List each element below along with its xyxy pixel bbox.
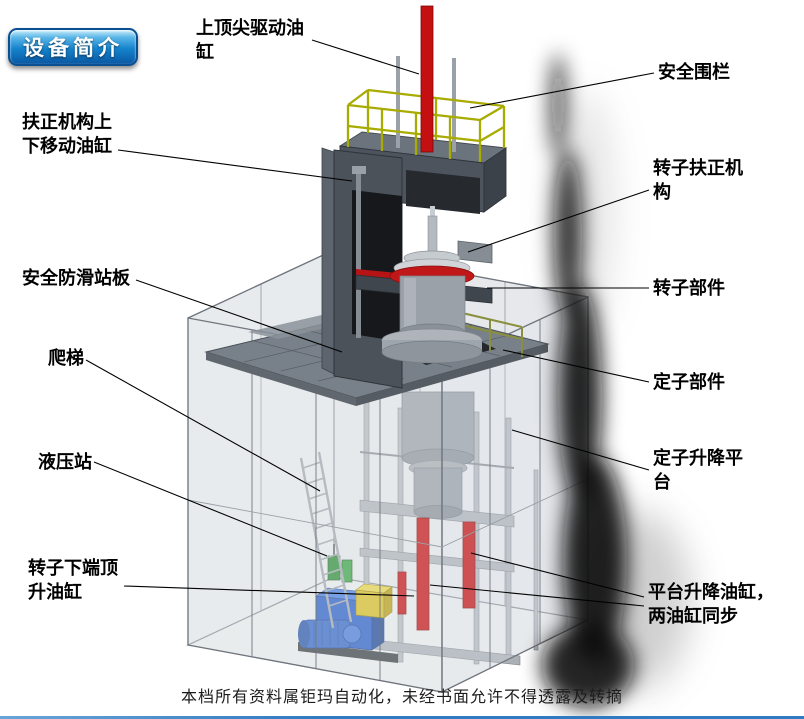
label-stator-part: 定子部件 xyxy=(653,372,725,392)
smoke-shadow xyxy=(542,53,691,707)
leader-ladder xyxy=(85,359,321,492)
rotor-assembly xyxy=(355,206,493,364)
top-drive-cylinder-rod xyxy=(420,5,434,153)
hydraulic-station-unit xyxy=(298,544,398,663)
label-rotor-part: 转子部件 xyxy=(653,278,725,298)
leader-lines xyxy=(85,39,655,607)
label-rotor-jacking-cylinder: 转子下端顶升油缸 xyxy=(28,558,118,603)
main-column xyxy=(321,147,403,389)
leader-safety-fence xyxy=(469,72,655,109)
leader-rotor-jacking xyxy=(123,585,415,597)
label-top-drive-cylinder: 上顶尖驱动油缸 xyxy=(196,18,304,63)
label-centering-updown-cylinder: 扶正机构上下移动油缸 xyxy=(22,112,112,157)
label-rotor-centering-mechanism: 转子扶正机构 xyxy=(653,158,743,203)
guide-rods xyxy=(396,56,456,152)
bottom-rule xyxy=(0,716,804,719)
label-platform-lift-cylinders: 平台升降油缸，两油缸同步 xyxy=(648,582,774,627)
label-hydraulic-station: 液压站 xyxy=(38,452,92,472)
stator-assembly xyxy=(401,391,475,519)
title-badge-text: 设备简介 xyxy=(23,36,123,60)
leader-platform-cyl-2 xyxy=(429,584,645,607)
label-ladder: 爬梯 xyxy=(48,348,84,368)
leader-rotor-centering xyxy=(467,189,650,253)
leader-platform-cyl-1 xyxy=(470,552,645,598)
leader-hydraulic-station xyxy=(93,461,328,557)
safety-fence-railing xyxy=(346,88,506,162)
footer-copyright: 本档所有资料属钜玛自动化，未经书面允许不得透露及转摘 xyxy=(180,689,623,706)
label-stator-lift-platform: 定子升降平台 xyxy=(653,448,743,493)
lower-lift-cylinders xyxy=(397,517,476,631)
leader-stator-platform xyxy=(511,429,650,471)
label-safety-fence: 安全围栏 xyxy=(658,62,730,82)
leader-stator-part xyxy=(502,349,650,383)
leader-centering-cylinder xyxy=(117,149,353,182)
enclosure-front xyxy=(187,249,589,694)
title-badge: 设备简介 xyxy=(8,28,138,66)
leader-antislip-platform xyxy=(135,279,343,353)
label-antislip-platform: 安全防滑站板 xyxy=(22,268,130,288)
leader-top-drive-cylinder xyxy=(311,39,420,75)
